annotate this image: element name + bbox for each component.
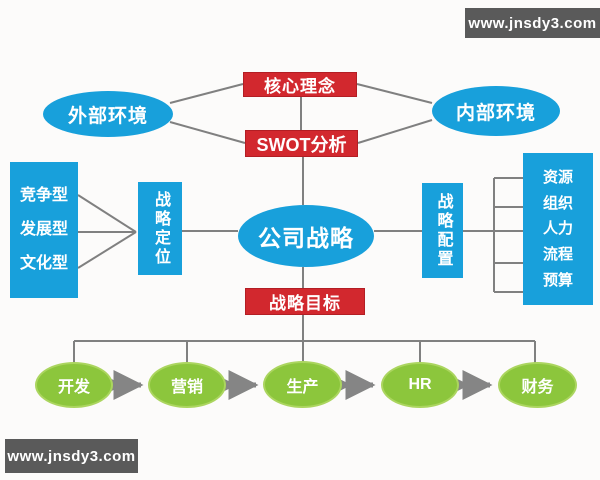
strategy-type-culture: 文化型 bbox=[19, 255, 68, 272]
node-strategy-positioning: 战略定位 bbox=[138, 182, 182, 275]
line-core-to-internal bbox=[356, 83, 433, 104]
node-external-environment: 外部环境 bbox=[43, 91, 173, 137]
allocation-item-manpower: 人力 bbox=[542, 220, 573, 238]
node-company-strategy: 公司战略 bbox=[238, 205, 374, 267]
watermark-top: www.jnsdy3.com bbox=[465, 8, 600, 38]
node-strategy-types: 竞争型 发展型 文化型 bbox=[10, 162, 78, 298]
allocation-item-resources: 资源 bbox=[542, 168, 573, 186]
node-allocation-items: 资源 组织 人力 流程 预算 bbox=[523, 153, 593, 305]
allocation-item-process: 流程 bbox=[542, 246, 573, 264]
node-strategy-allocation: 战略配置 bbox=[422, 183, 463, 278]
node-dept-marketing: 营销 bbox=[148, 362, 226, 408]
line-swot-to-internal bbox=[357, 119, 433, 144]
watermark-bottom: www.jnsdy3.com bbox=[5, 439, 138, 473]
line-external-to-core bbox=[169, 83, 244, 104]
line-type1-to-positioning bbox=[77, 194, 137, 233]
strategy-type-competitive: 竞争型 bbox=[19, 187, 68, 204]
node-dept-finance: 财务 bbox=[498, 362, 577, 408]
line-type3-to-positioning bbox=[77, 231, 137, 269]
node-dept-production: 生产 bbox=[263, 361, 342, 408]
node-internal-environment: 内部环境 bbox=[432, 86, 560, 136]
line-external-to-swot bbox=[169, 121, 246, 144]
node-dept-hr: HR bbox=[381, 362, 459, 408]
strategy-type-development: 发展型 bbox=[19, 221, 68, 238]
node-strategy-goal: 战略目标 bbox=[245, 288, 365, 315]
node-dept-development: 开发 bbox=[35, 362, 113, 408]
allocation-item-budget: 预算 bbox=[542, 272, 573, 290]
node-core-concept: 核心理念 bbox=[243, 72, 357, 97]
node-swot-analysis: SWOT分析 bbox=[245, 130, 358, 157]
allocation-item-organization: 组织 bbox=[542, 194, 573, 212]
